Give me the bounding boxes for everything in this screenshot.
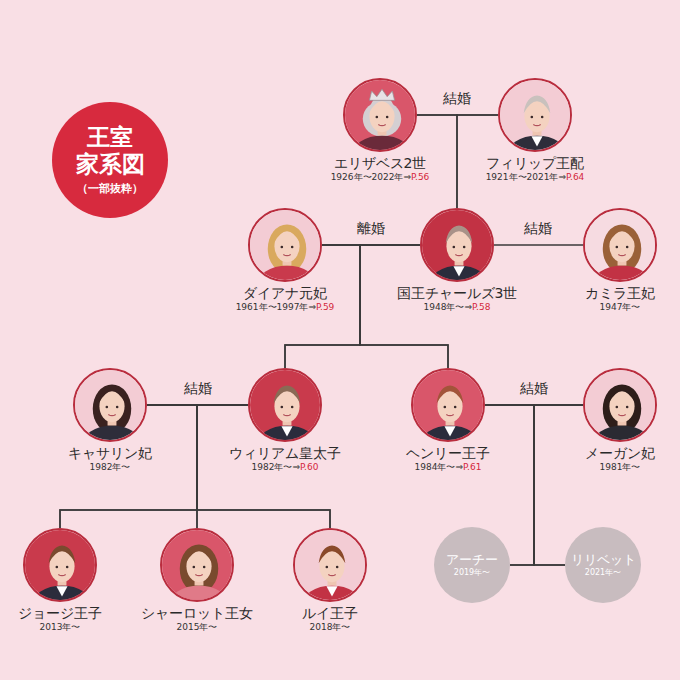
person-circle [583,208,657,282]
person-node: ダイアナ元妃1961年〜1997年⇒P.59 [236,208,335,313]
life-years: 2013年〜 [40,622,81,632]
portrait [250,210,322,282]
person-circle [411,368,485,442]
life-years: 2021年〜 [585,568,621,578]
person-circle [343,78,417,152]
relation-label: 結婚 [517,380,551,397]
person-node: キャサリン妃1982年〜 [68,368,152,473]
life-years: 1947年〜 [600,302,641,312]
life-years: 1982年〜⇒ [252,462,300,472]
life-years: 1961年〜1997年⇒ [236,302,316,312]
person-name: ジョージ王子 [18,605,102,622]
life-line: 1948年〜⇒P.58 [424,302,491,314]
portrait [25,530,97,602]
person-name: キャサリン妃 [68,445,152,462]
portrait [585,370,657,442]
grandchild-circle: アーチー2019年〜 [434,527,510,603]
person-circle [583,368,657,442]
page-reference: P.64 [566,172,584,182]
person-node: ウィリアム皇太子1982年〜⇒P.60 [229,368,341,473]
relation-label: 離婚 [354,220,388,237]
life-years: 1921年〜2021年⇒ [486,172,566,182]
life-years: 2015年〜 [177,622,218,632]
life-line: 2015年〜 [177,622,218,634]
life-years: 1926年〜2022年⇒ [331,172,411,182]
life-line: 2013年〜 [40,622,81,634]
page-reference: P.61 [463,462,481,472]
subtitle-note: （一部抜粋） [77,181,143,196]
life-line: 1982年〜⇒P.60 [252,462,319,474]
person-circle: アーチー2019年〜 [434,527,510,603]
person-node: エリザベス2世1926年〜2022年⇒P.56 [331,78,430,183]
portrait [413,370,485,442]
life-years: 1982年〜 [90,462,131,472]
portrait [585,210,657,282]
page-reference: P.58 [472,302,490,312]
person-node: シャーロット王女2015年〜 [141,528,253,633]
portrait [162,530,234,602]
person-name: カミラ王妃 [585,285,655,302]
person-name: 国王チャールズ3世 [397,285,518,302]
person-circle [23,528,97,602]
person-name: メーガン妃 [585,445,655,462]
person-name: エリザベス2世 [334,155,427,172]
life-line: 1981年〜 [600,462,641,474]
person-node: メーガン妃1981年〜 [583,368,657,473]
person-circle [160,528,234,602]
diagram-title: 王室 家系図 [71,124,149,177]
life-line: 2018年〜 [310,622,351,634]
person-circle [498,78,572,152]
person-circle: リリベット2021年〜 [565,527,641,603]
person-node: ヘンリー王子1984年〜⇒P.61 [406,368,490,473]
person-name: ウィリアム皇太子 [229,445,341,462]
person-circle [420,208,494,282]
person-name: ルイ王子 [302,605,358,622]
life-years: 2019年〜 [454,568,490,578]
marriage-line [494,244,583,246]
person-node: ルイ王子2018年〜 [293,528,367,633]
relation-label: 結婚 [181,380,215,397]
person-circle [293,528,367,602]
life-years: 1984年〜⇒ [415,462,463,472]
person-circle [248,368,322,442]
portrait [75,370,147,442]
person-name: シャーロット王女 [141,605,253,622]
title-badge-text: 王室 家系図 （一部抜粋） [52,102,168,218]
person-name: アーチー [446,552,498,568]
person-name: フィリップ王配 [486,155,584,172]
portrait [500,80,572,152]
life-years: 1981年〜 [600,462,641,472]
person-name: リリベット [571,552,636,568]
life-line: 1982年〜 [90,462,131,474]
grandchild-circle: リリベット2021年〜 [565,527,641,603]
title-badge [52,102,168,218]
portrait [422,210,494,282]
life-line: 1984年〜⇒P.61 [415,462,482,474]
portrait [250,370,322,442]
life-line: 1921年〜2021年⇒P.64 [486,172,585,184]
relation-label: 結婚 [521,220,555,237]
portrait [345,80,417,152]
life-line: 1947年〜 [600,302,641,314]
life-years: 1948年〜⇒ [424,302,472,312]
person-node: フィリップ王配1921年〜2021年⇒P.64 [486,78,585,183]
person-node: 国王チャールズ3世1948年〜⇒P.58 [397,208,518,313]
relation-label: 結婚 [440,90,474,107]
page-reference: P.60 [300,462,318,472]
person-name: ヘンリー王子 [406,445,490,462]
person-circle [248,208,322,282]
page-reference: P.59 [316,302,334,312]
person-node: ジョージ王子2013年〜 [18,528,102,633]
life-line: 1961年〜1997年⇒P.59 [236,302,335,314]
person-circle [73,368,147,442]
life-line: 1926年〜2022年⇒P.56 [331,172,430,184]
life-years: 2018年〜 [310,622,351,632]
person-node: カミラ王妃1947年〜 [583,208,657,313]
person-name: ダイアナ元妃 [243,285,327,302]
page-reference: P.56 [411,172,429,182]
portrait [295,530,367,602]
